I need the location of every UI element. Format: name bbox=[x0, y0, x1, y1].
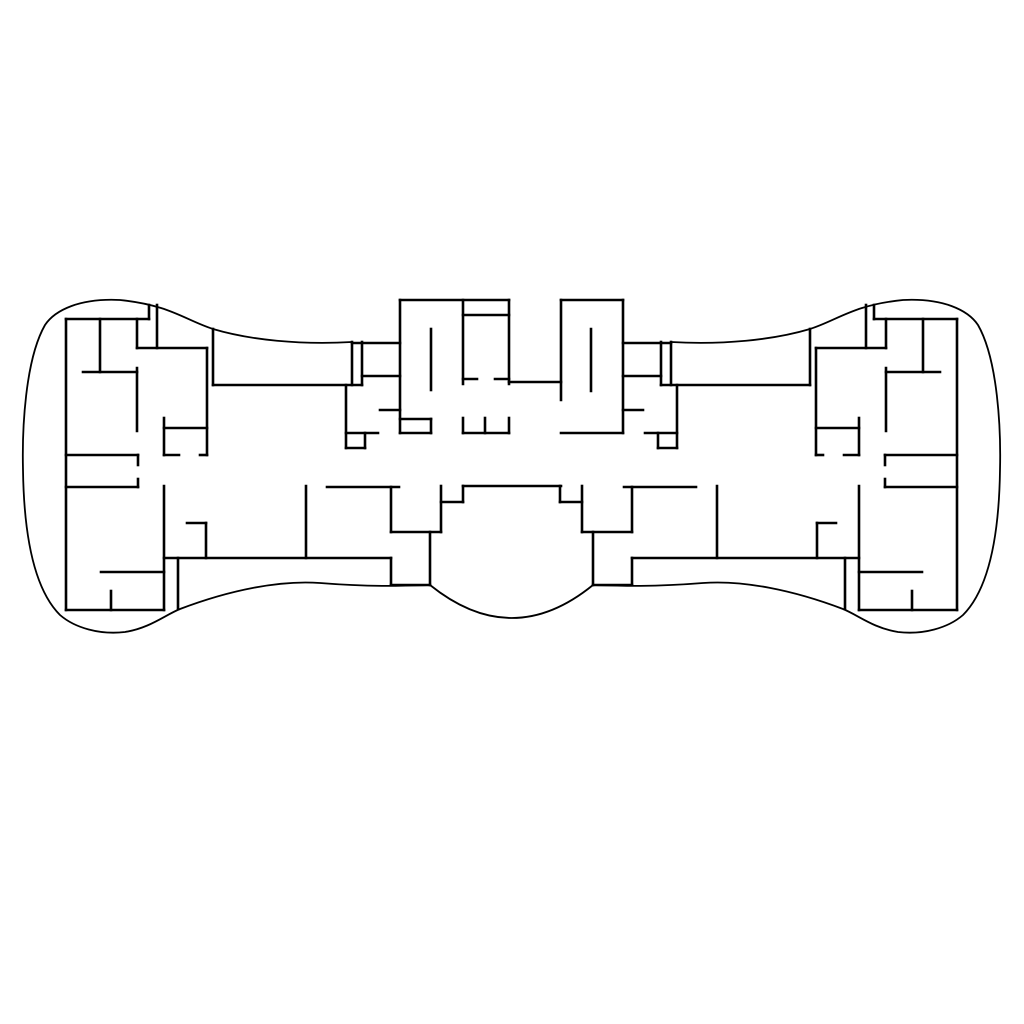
central-bay-arc bbox=[429, 584, 594, 619]
exterior-curve bbox=[592, 298, 1002, 634]
walls-right-wing bbox=[558, 303, 959, 612]
walls-central-core bbox=[398, 298, 625, 488]
exterior-curve bbox=[21, 298, 431, 634]
exterior-outline-right bbox=[592, 298, 1002, 634]
walls-left-wing bbox=[64, 303, 465, 612]
exterior-outline-left bbox=[21, 298, 431, 634]
